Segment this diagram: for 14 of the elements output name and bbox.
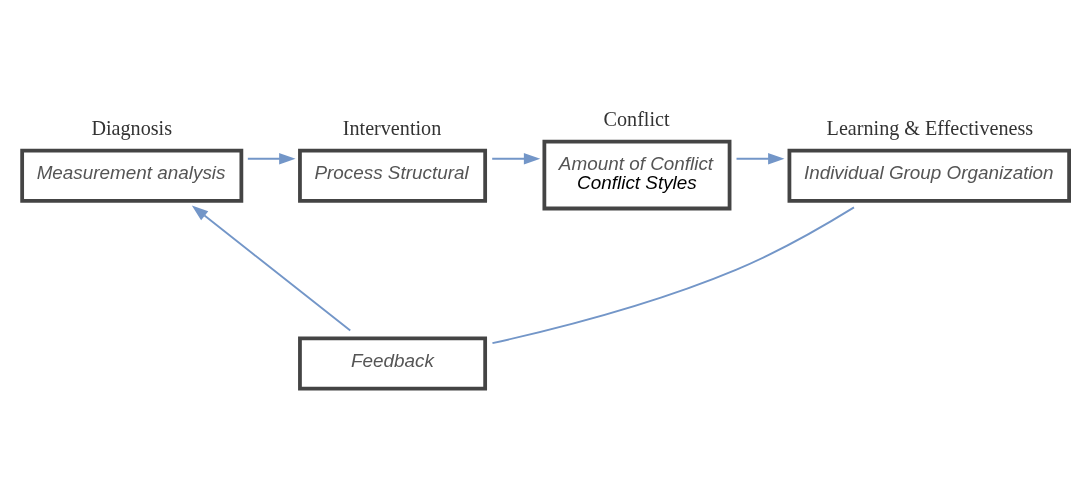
connector — [491, 206, 855, 345]
node-box: Feedback — [298, 336, 488, 391]
node-label: Learning & Effectiveness — [826, 116, 1034, 139]
node-label: Conflict — [603, 107, 670, 130]
arrow — [191, 205, 352, 332]
node-label: Intervention — [342, 116, 442, 139]
node-box: Individual Group Organization — [787, 148, 1071, 203]
arrow — [246, 153, 296, 165]
node-label: Diagnosis — [91, 116, 173, 139]
node-box: Amount of Conflict Conflict Styles — [542, 139, 732, 211]
node-box: Measurement analysis — [20, 148, 244, 203]
arrow — [491, 153, 541, 165]
arrow — [735, 153, 785, 165]
node-box: Process Structural — [298, 148, 488, 203]
